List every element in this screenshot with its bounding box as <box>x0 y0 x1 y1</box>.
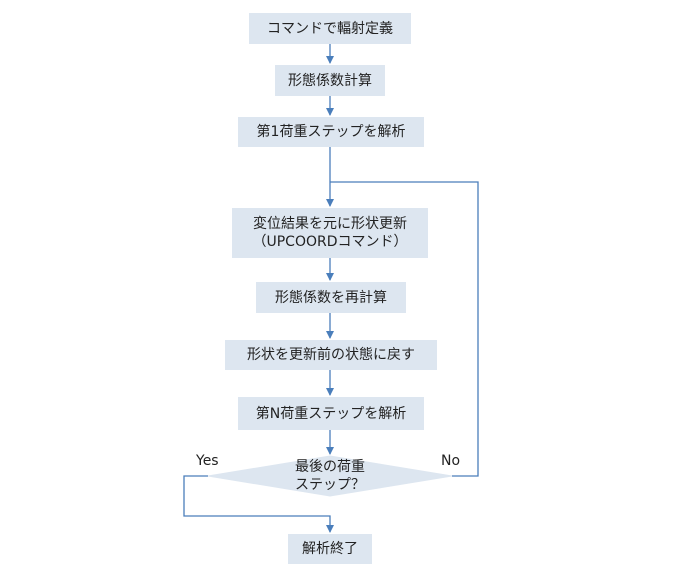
step-solve-nth-load-label: 第N荷重ステップを解析 <box>255 405 407 422</box>
step-solve-first-load-label: 第1荷重ステップを解析 <box>256 124 406 140</box>
yes-connector <box>183 475 334 533</box>
decision-text: 最後の荷重 ステップ？ <box>270 458 390 494</box>
step-restore-geometry: 形状を更新前の状態に戻す <box>225 340 437 370</box>
step-view-factor-calc-label: 形態係数計算 <box>288 72 372 89</box>
yes-label: Yes <box>196 453 219 469</box>
decision-diamond <box>207 455 453 497</box>
step-update-geometry: 変位結果を元に形状更新 （UPCOORDコマンド） <box>232 208 428 258</box>
step-restore-geometry-label: 形状を更新前の状態に戻す <box>247 347 415 363</box>
step-solve-nth-load: 第N荷重ステップを解析 <box>238 397 424 430</box>
step-recalc-view-factor: 形態係数を再計算 <box>256 282 406 313</box>
decision-line2: ステップ？ <box>295 477 365 493</box>
step-solve-first-load: 第1荷重ステップを解析 <box>238 117 424 147</box>
loop-no-connector <box>330 181 479 477</box>
step-update-geometry-line2: （UPCOORDコマンド） <box>252 234 408 250</box>
step-view-factor-calc: 形態係数計算 <box>275 65 385 96</box>
decision-line1: 最後の荷重 <box>295 459 365 475</box>
step-define-radiation-label: コマンドで輻射定義 <box>267 20 393 37</box>
step-define-radiation: コマンドで輻射定義 <box>249 13 411 44</box>
no-label: No <box>441 453 461 469</box>
step-analysis-end: 解析終了 <box>288 534 372 564</box>
step-recalc-view-factor-label: 形態係数を再計算 <box>275 289 387 306</box>
step-update-geometry-line1: 変位結果を元に形状更新 <box>253 216 407 232</box>
step-analysis-end-label: 解析終了 <box>302 541 358 557</box>
